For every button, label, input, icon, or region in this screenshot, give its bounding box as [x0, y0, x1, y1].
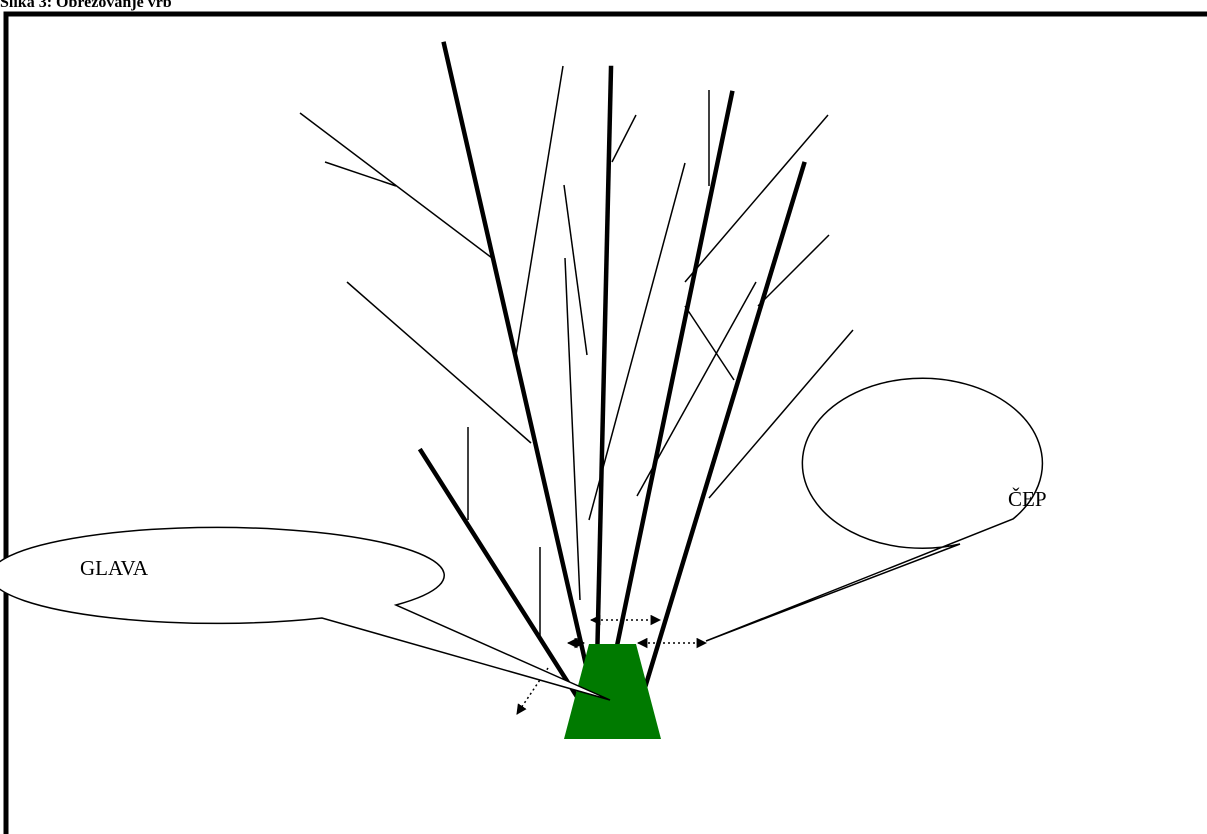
measurement-arrows: [516, 614, 708, 715]
stump-head: [564, 644, 661, 739]
diagram-frame: [3, 11, 1207, 834]
figure-caption: Slika 3: Obrezovanje vrb: [0, 0, 172, 11]
cep-label: ČEP: [1008, 487, 1047, 511]
thick-shoots: [417, 41, 807, 718]
glava-label: GLAVA: [80, 556, 149, 580]
glava-callout-bubble: [0, 526, 611, 701]
cep-callout-bubble: [705, 377, 1044, 642]
